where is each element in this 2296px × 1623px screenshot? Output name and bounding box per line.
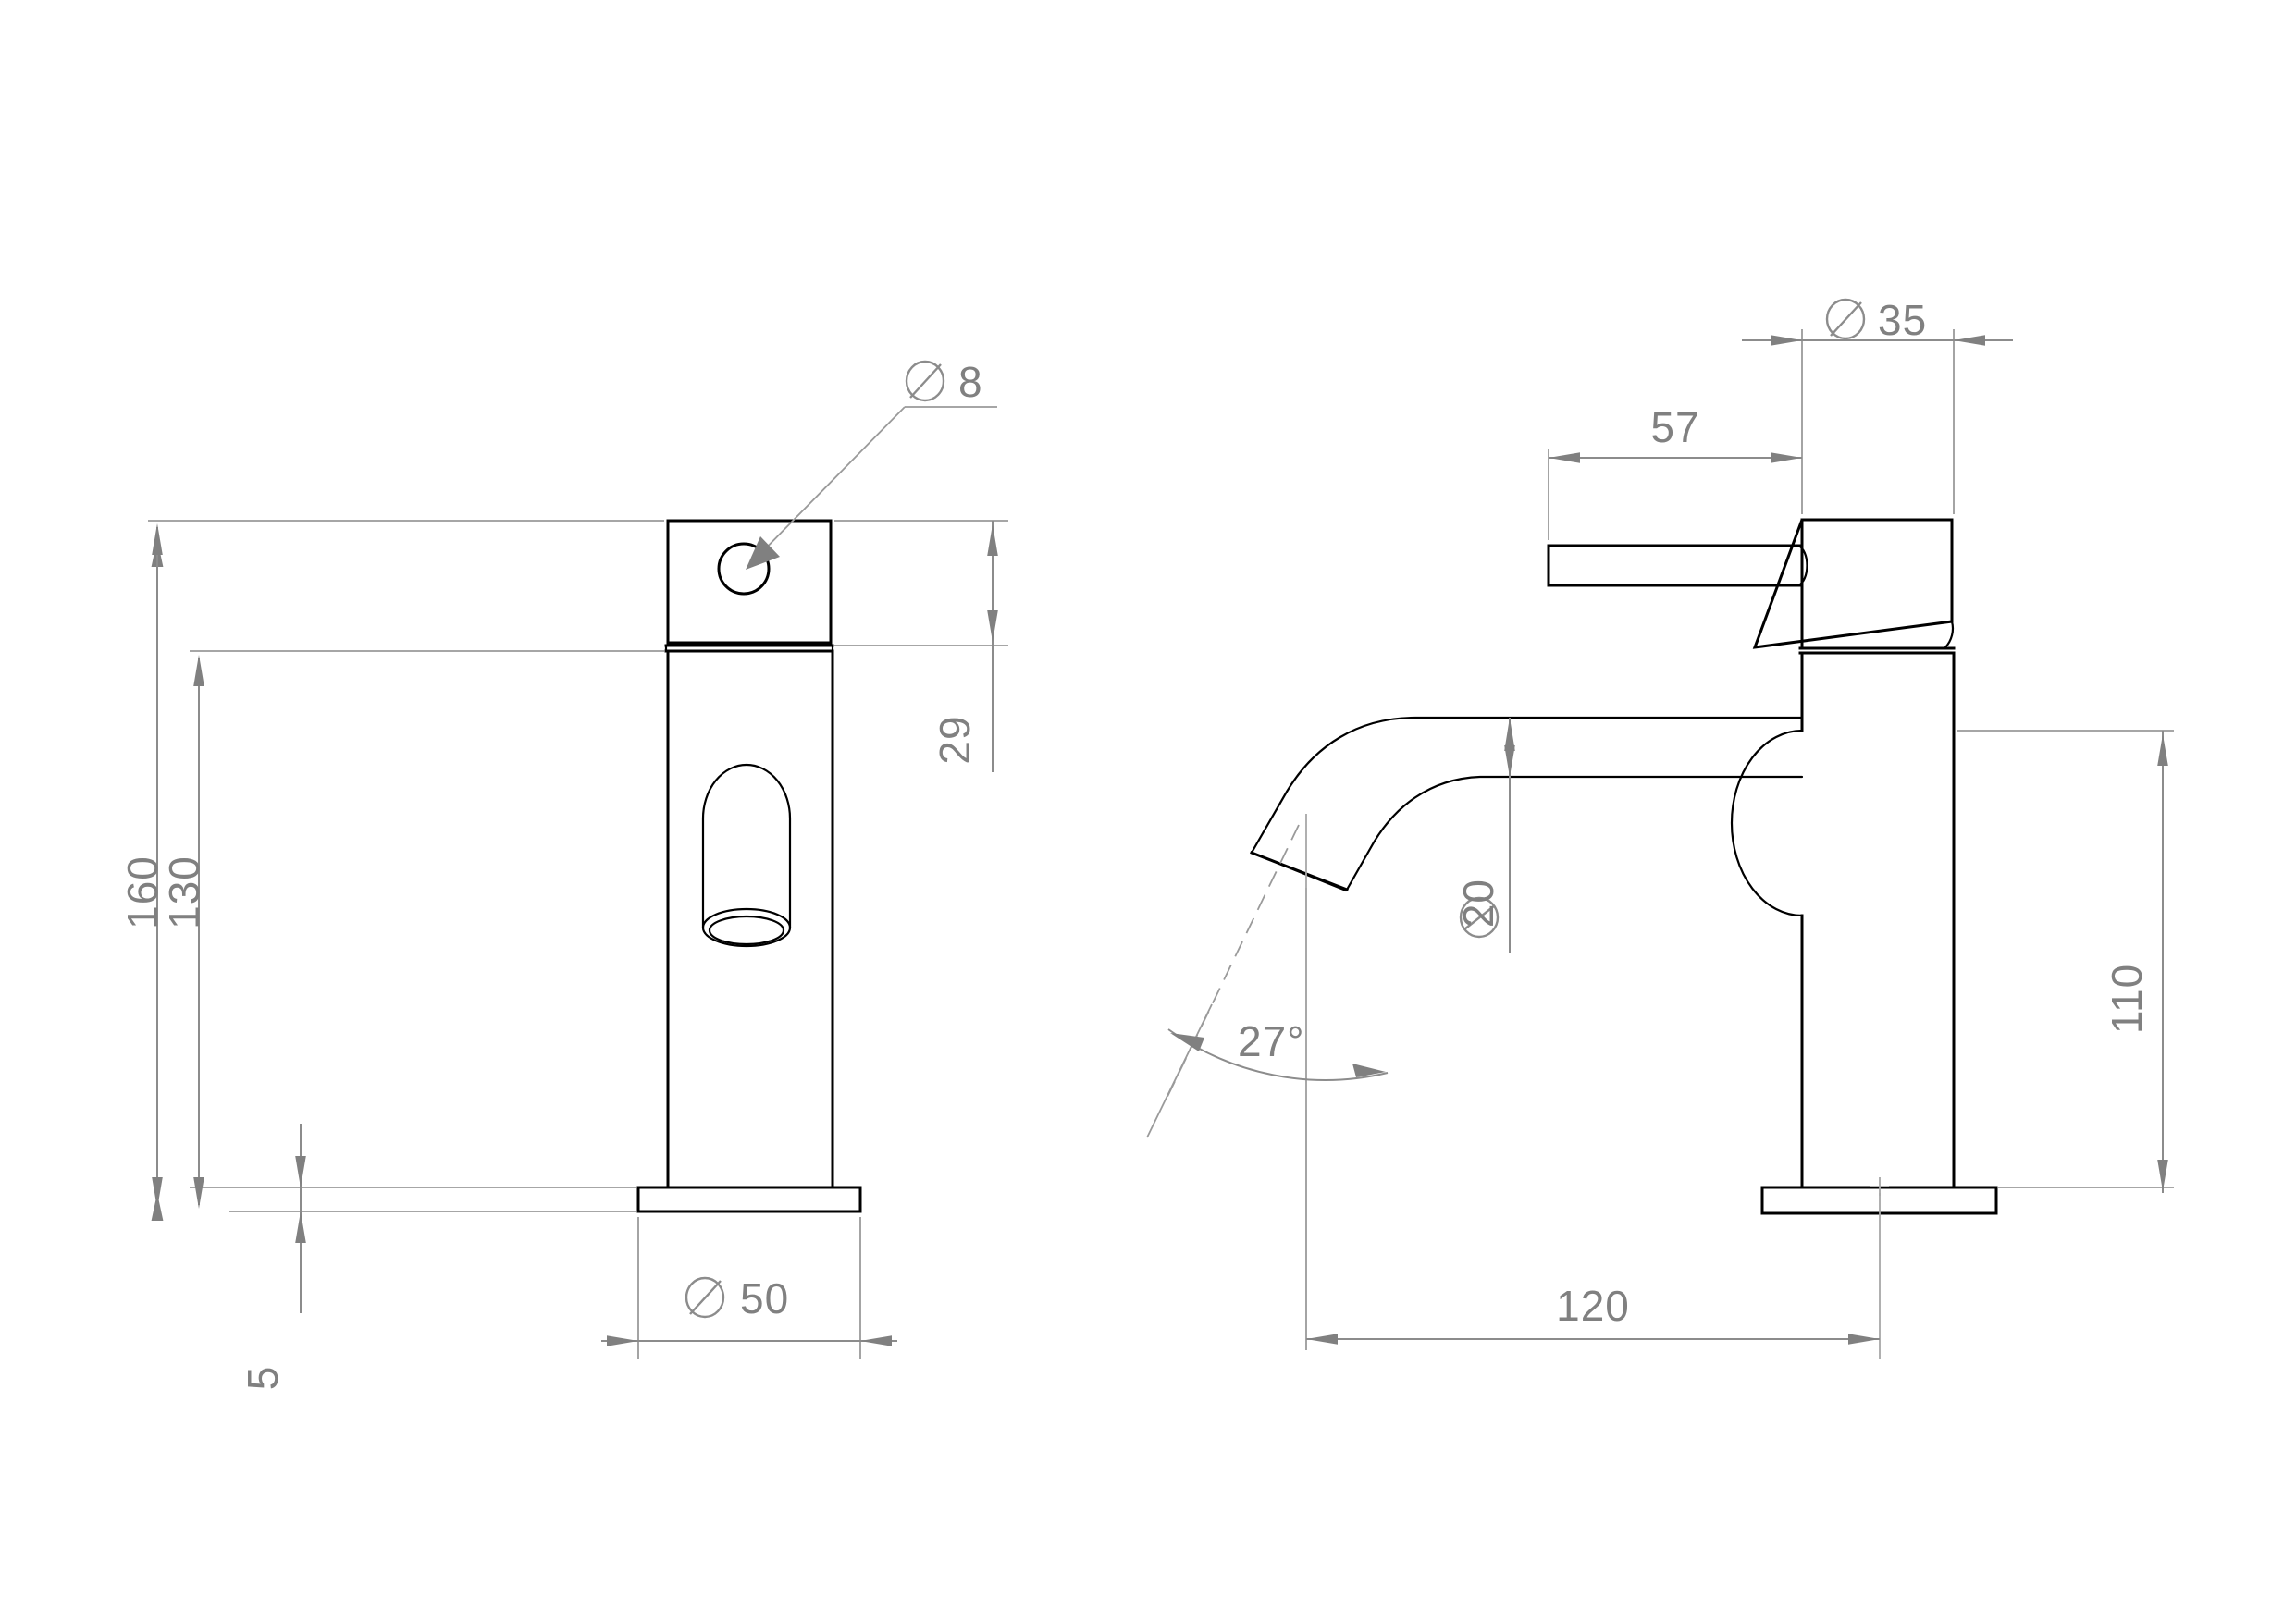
dim-label-dia20: 20 xyxy=(1454,879,1502,928)
side-view-spout-bottom xyxy=(1345,775,1804,891)
front-view-dia8-hole xyxy=(717,542,771,596)
side-view-cap-gasket xyxy=(1798,646,1956,655)
front-view-dimensions: 160 130 5 29 50 xyxy=(118,358,1008,1390)
arrowhead-160-top xyxy=(152,523,163,555)
side-view-cap-corner-fillet xyxy=(1944,620,1955,649)
arrowhead-5-top xyxy=(295,1156,306,1187)
arrowhead-130-bottom xyxy=(193,1177,204,1209)
dia8-symbol-group xyxy=(905,360,945,402)
dim-label-29: 29 xyxy=(931,715,979,764)
front-view-geometry xyxy=(636,519,862,1213)
dim-label-27deg: 27° xyxy=(1238,1017,1305,1065)
arrowhead-dia35-right xyxy=(1954,335,1985,346)
arrowhead-dia20-top xyxy=(1504,718,1515,751)
arrowhead-110-top xyxy=(2157,734,2168,766)
dim-label-120: 120 xyxy=(1556,1282,1630,1330)
front-view-spout-mouth-inner xyxy=(708,915,785,946)
diameter-icon-slash xyxy=(689,1280,722,1315)
diameter-icon-slash xyxy=(1830,301,1862,337)
side-view-cartridge-cap xyxy=(1752,518,1954,649)
dia50-symbol-group xyxy=(685,1276,725,1319)
arrowhead-dia35-left xyxy=(1771,335,1802,346)
side-view-spout-tip-detail xyxy=(1250,851,1348,892)
dim-label-dia35: 35 xyxy=(1878,296,1927,344)
arrowhead-5-bottom xyxy=(295,1211,306,1243)
front-view-head-gasket xyxy=(664,644,834,653)
side-view-handle-lever xyxy=(1547,544,1804,587)
arrowhead-110-bottom xyxy=(2157,1160,2168,1191)
arrowhead-dia50-left xyxy=(607,1335,638,1346)
arrowhead-dia8 xyxy=(746,536,780,570)
dia20-symbol-group xyxy=(1459,896,1500,939)
arrowhead-130-top xyxy=(193,655,204,686)
dim-label-5: 5 xyxy=(239,1366,287,1391)
front-view-base-flange xyxy=(636,1186,862,1213)
side-view-geometry xyxy=(1250,518,1998,1215)
front-view-body-sides xyxy=(666,649,834,1189)
diameter-icon-slash xyxy=(909,363,942,399)
diameter-icon xyxy=(905,360,945,402)
center-mark-flange xyxy=(1870,1177,1889,1196)
dim-label-160: 160 xyxy=(118,855,167,929)
arrowhead-dia20-bottom xyxy=(1504,745,1515,777)
side-view-spout-top xyxy=(1250,716,1804,855)
side-view-body-sides xyxy=(1800,651,1956,1189)
arrowhead-120-right xyxy=(1848,1334,1880,1345)
arrowhead-27-end xyxy=(1352,1064,1386,1077)
arrowhead-160-bottom xyxy=(152,1177,163,1209)
side-view-body-fillet-upper xyxy=(1730,729,1804,917)
arrowhead-29-top xyxy=(987,524,998,556)
arrowhead-29-bottom xyxy=(987,610,998,642)
dim-label-dia8: 8 xyxy=(958,358,983,406)
side-view-base-flange xyxy=(1760,1186,1998,1215)
arrowhead-57-left xyxy=(1549,452,1580,463)
arrowhead-57-right xyxy=(1771,452,1802,463)
leader-line-dia8 xyxy=(747,406,906,568)
side-view-spout-cut-line xyxy=(1250,851,1348,892)
front-view-spout-barrel xyxy=(701,763,792,929)
dia35-symbol-group xyxy=(1825,298,1866,340)
dim-label-130: 130 xyxy=(160,855,208,929)
front-view-head-block xyxy=(666,519,833,645)
arrowhead-dia50-right xyxy=(860,1335,892,1346)
diameter-icon xyxy=(685,1276,725,1319)
arrowhead-120-left xyxy=(1306,1334,1338,1345)
diameter-icon-slash xyxy=(1463,904,1496,930)
dim-label-dia50: 50 xyxy=(740,1274,789,1322)
side-view-dimensions: 35 57 20 110 120 xyxy=(1146,296,2174,1359)
diameter-icon xyxy=(1459,896,1500,939)
dim-label-110: 110 xyxy=(2103,964,2151,1034)
dim-label-57: 57 xyxy=(1650,403,1699,451)
angle-ref-inclined-solid xyxy=(1146,1003,1213,1138)
front-view-spout-mouth-outer xyxy=(701,907,792,948)
arrowhead-27-start xyxy=(1170,1033,1204,1051)
diameter-icon xyxy=(1825,298,1866,340)
